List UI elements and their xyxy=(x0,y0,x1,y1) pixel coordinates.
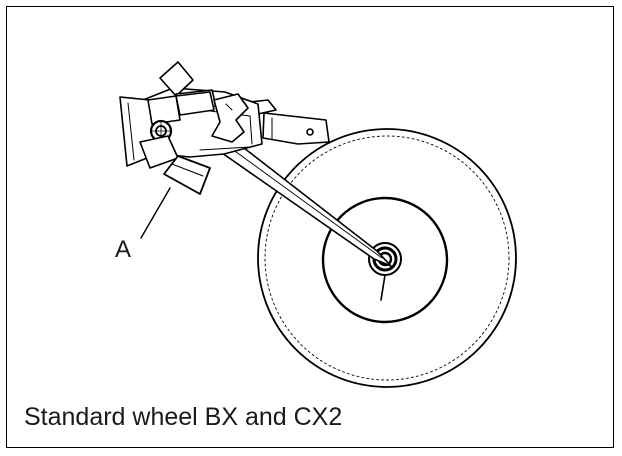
wheel-tire-inner-line xyxy=(264,135,510,381)
pivot-bracket xyxy=(147,91,215,125)
callout-a-label: A xyxy=(115,236,131,263)
latch-block-part-a xyxy=(163,155,211,195)
hub-valve-line xyxy=(380,274,386,301)
callout-a-leader xyxy=(140,187,171,239)
figure-caption: Standard wheel BX and CX2 xyxy=(24,403,343,431)
wheel-tire-outer xyxy=(257,128,517,388)
cam-piece xyxy=(211,93,249,143)
wheel-arm xyxy=(211,130,392,267)
wheel-rim xyxy=(321,196,449,324)
